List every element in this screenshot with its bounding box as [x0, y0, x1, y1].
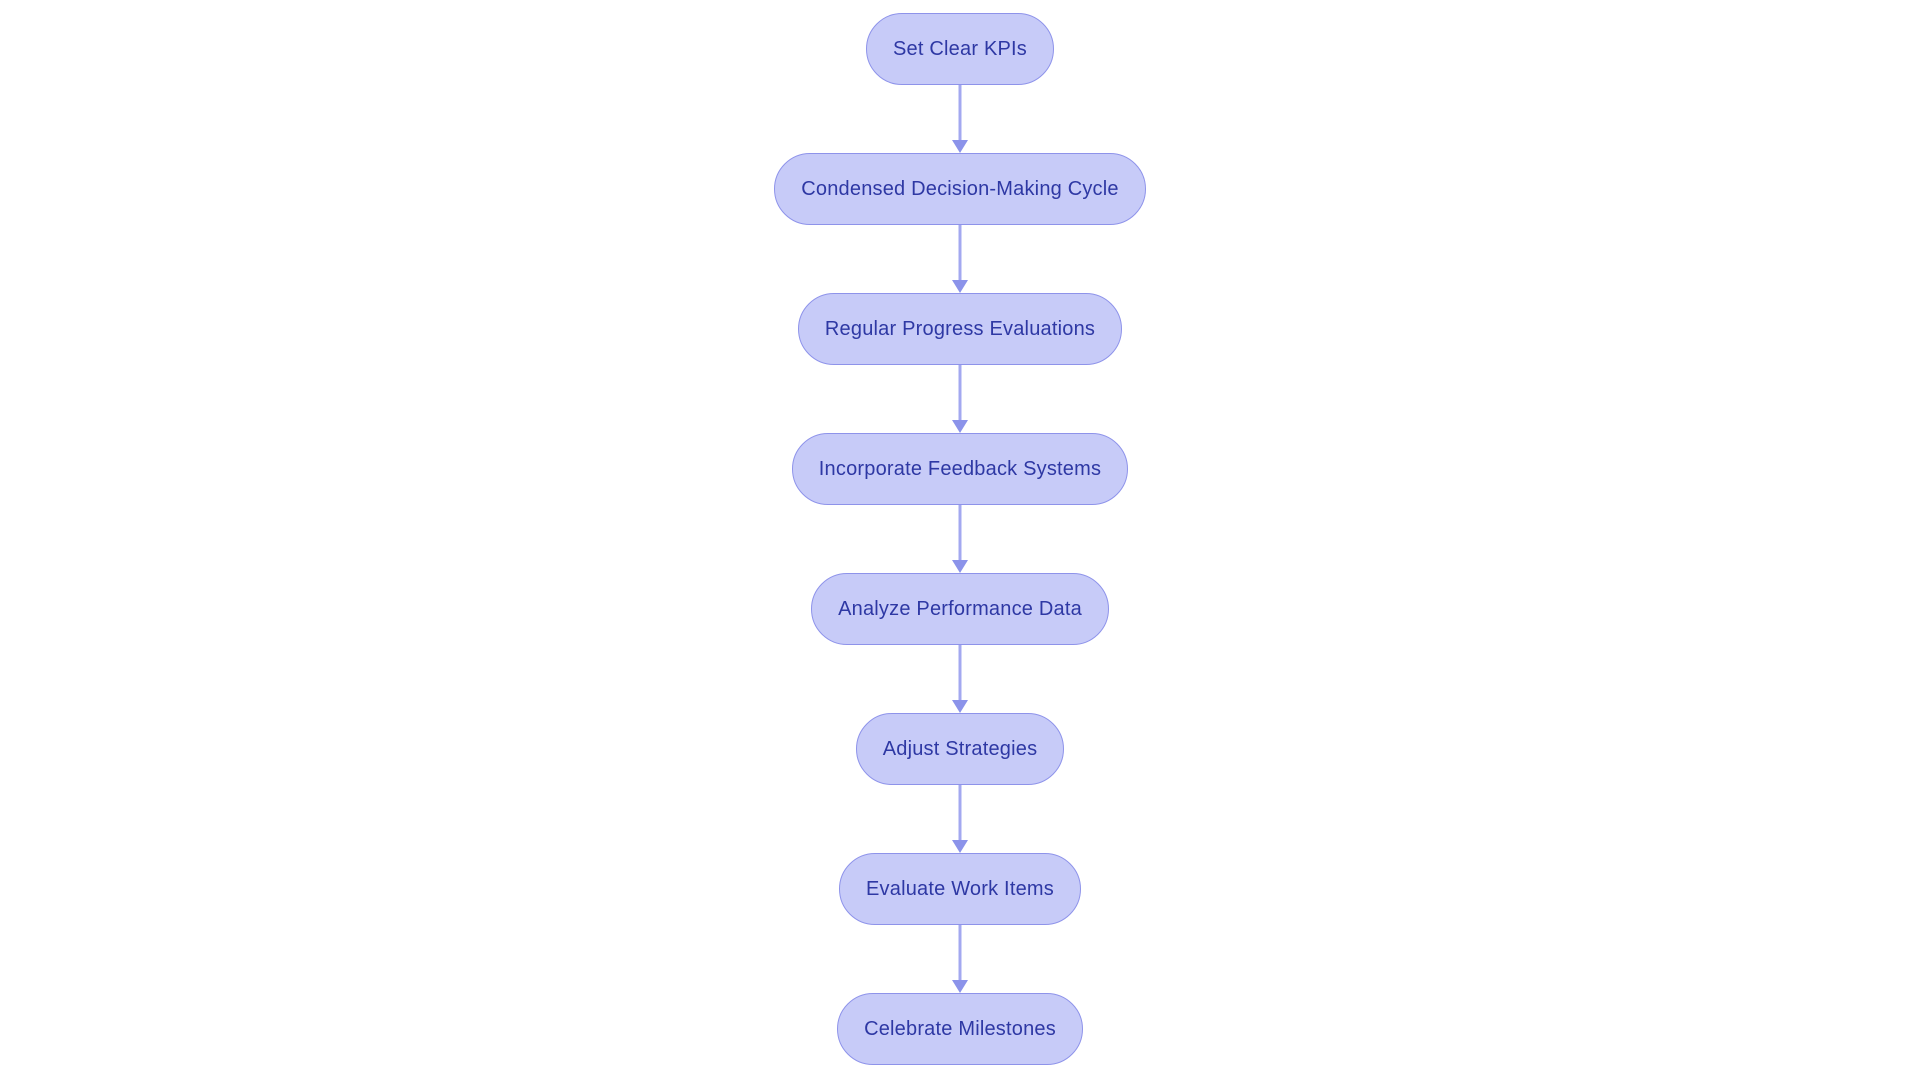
arrow-line: [958, 365, 962, 422]
flow-arrow: [950, 925, 970, 993]
arrow-line: [958, 505, 962, 562]
arrow-line: [958, 645, 962, 702]
flow-arrow: [950, 785, 970, 853]
flow-arrow: [950, 505, 970, 573]
node-regular-progress-evaluations: Regular Progress Evaluations: [797, 293, 1123, 365]
node-evaluate-work-items: Evaluate Work Items: [839, 853, 1081, 925]
node-analyze-performance-data: Analyze Performance Data: [811, 573, 1109, 645]
node-celebrate-milestones: Celebrate Milestones: [837, 993, 1083, 1065]
arrow-head-icon: [952, 840, 968, 853]
arrow-head-icon: [952, 560, 968, 573]
flow-arrow: [950, 365, 970, 433]
node-incorporate-feedback-systems: Incorporate Feedback Systems: [791, 433, 1129, 505]
node-condensed-decision-making-cycle: Condensed Decision-Making Cycle: [774, 153, 1146, 225]
node-set-clear-kpis: Set Clear KPIs: [866, 13, 1054, 85]
arrow-head-icon: [952, 980, 968, 993]
flow-arrow: [950, 645, 970, 713]
arrow-head-icon: [952, 700, 968, 713]
arrow-line: [958, 85, 962, 142]
arrow-head-icon: [952, 420, 968, 433]
arrow-line: [958, 925, 962, 982]
flow-arrow: [950, 85, 970, 153]
arrow-head-icon: [952, 140, 968, 153]
arrow-line: [958, 225, 962, 282]
flow-arrow: [950, 225, 970, 293]
node-adjust-strategies: Adjust Strategies: [855, 713, 1065, 785]
arrow-head-icon: [952, 280, 968, 293]
arrow-line: [958, 785, 962, 842]
